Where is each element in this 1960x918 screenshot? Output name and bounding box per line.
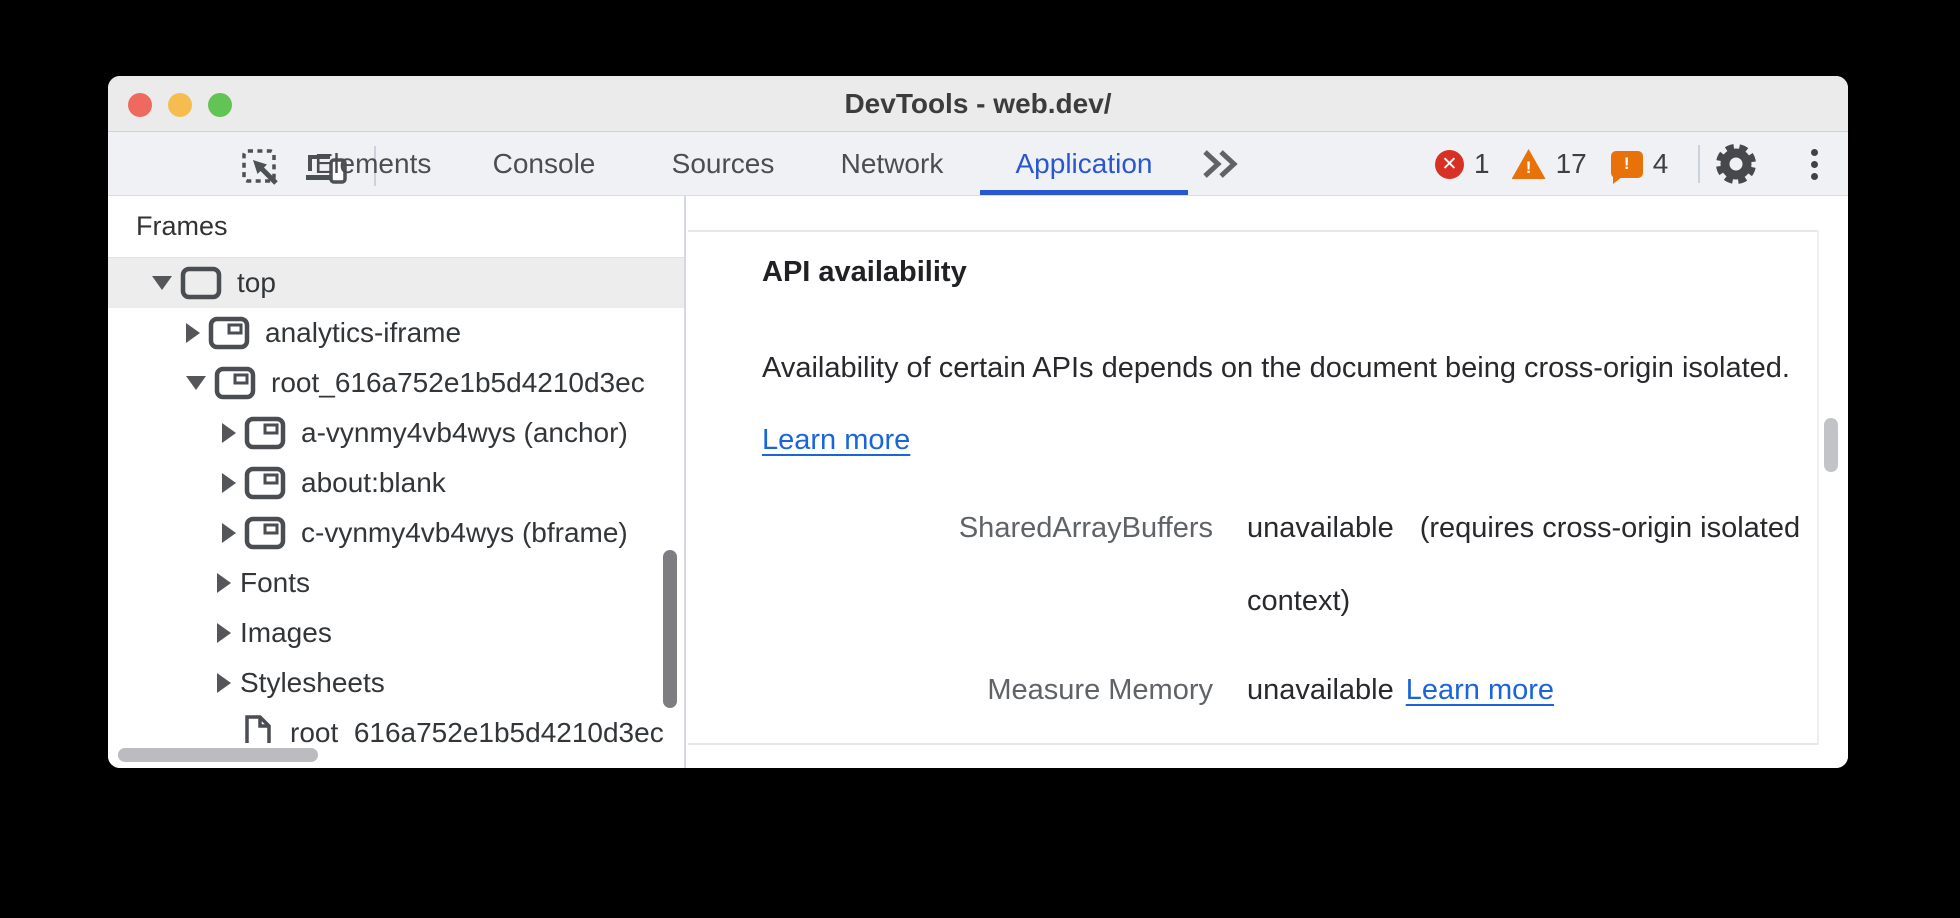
collapse-arrow-icon[interactable]: [152, 276, 172, 290]
tab-network[interactable]: Network: [840, 148, 944, 179]
inspect-cursor-icon: [242, 149, 278, 185]
description-text: Availability of certain APIs depends on …: [762, 352, 1790, 384]
inspect-element-button[interactable]: [239, 146, 283, 190]
more-tabs-button[interactable]: [1199, 146, 1243, 182]
devtools-toolbar: [108, 132, 1848, 196]
issue-count[interactable]: 4: [1652, 148, 1669, 179]
tree-row-top[interactable]: top: [108, 258, 684, 308]
expand-arrow-icon[interactable]: [217, 673, 231, 693]
iframe-icon: [208, 316, 250, 350]
learn-more-link[interactable]: Learn more: [762, 424, 911, 456]
iframe-icon: [244, 466, 286, 500]
report-row-sharedarraybuffers: SharedArrayBuffers unavailable(requires …: [762, 492, 1818, 638]
tree-row-root-frame[interactable]: root_616a752e1b5d4210d3ec: [108, 358, 684, 408]
tree-row-label: c-vynmy4vb4wys (bframe): [301, 517, 628, 548]
tree-row-stylesheets[interactable]: Stylesheets: [108, 658, 684, 708]
tree-row-bframe[interactable]: c-vynmy4vb4wys (bframe): [108, 508, 684, 558]
expand-arrow-icon[interactable]: [222, 423, 236, 443]
iframe-icon: [244, 516, 286, 550]
status-badges: ✕ 1 ! 17 ! 4: [1428, 132, 1822, 196]
tree-row-images[interactable]: Images: [108, 608, 684, 658]
frame-icon: [180, 266, 222, 300]
tree-row-label: root_616a752e1b5d4210d3ec: [290, 717, 664, 743]
toggle-device-toolbar-button[interactable]: [304, 146, 348, 190]
window-title: DevTools - web.dev/: [844, 88, 1112, 119]
report-value: unavailable Learn more: [1247, 654, 1812, 727]
report-value: unavailable(requires cross-origin isolat…: [1247, 492, 1812, 638]
value-text: unavailable: [1247, 674, 1394, 706]
tree-row-about-blank[interactable]: about:blank: [108, 458, 684, 508]
application-panel-content: API availability Availability of certain…: [688, 196, 1848, 768]
report-row-measure-memory: Measure Memory unavailable Learn more: [762, 654, 1818, 727]
warning-badge-icon[interactable]: !: [1511, 149, 1546, 179]
gear-icon: [1716, 144, 1757, 184]
api-availability-report: SharedArrayBuffers unavailable(requires …: [762, 492, 1818, 743]
active-tab-underline: [980, 190, 1188, 195]
title-bar: DevTools - web.dev/: [108, 76, 1848, 132]
tree-row-label: a-vynmy4vb4wys (anchor): [301, 417, 628, 448]
section-right-border: [1817, 230, 1819, 745]
section-description: Availability of certain APIs depends on …: [762, 332, 1822, 476]
report-key: Measure Memory: [987, 674, 1213, 706]
tab-elements[interactable]: Elements: [314, 148, 432, 179]
warning-glyph: !: [1525, 158, 1532, 177]
error-badge-icon[interactable]: ✕: [1435, 149, 1464, 179]
zoom-window-button[interactable]: [208, 93, 232, 117]
value-text: unavailable: [1247, 512, 1394, 544]
toolbar-divider: [374, 146, 376, 186]
settings-button[interactable]: [1714, 142, 1758, 186]
iframe-icon: [214, 366, 256, 400]
tree-row-label: Stylesheets: [240, 667, 385, 698]
tree-row-fonts[interactable]: Fonts: [108, 558, 684, 608]
close-window-button[interactable]: [128, 93, 152, 117]
tab-sources[interactable]: Sources: [671, 148, 775, 179]
frames-tree: top analytics-iframe root_616a752e1b5d42…: [108, 258, 684, 743]
device-toolbar-icon: [306, 155, 347, 184]
sidebar-vertical-scrollbar-thumb[interactable]: [663, 550, 677, 708]
content-vertical-scrollbar-thumb[interactable]: [1824, 418, 1838, 472]
expand-arrow-icon[interactable]: [222, 523, 236, 543]
tree-row-anchor-frame[interactable]: a-vynmy4vb4wys (anchor): [108, 408, 684, 458]
report-key: SharedArrayBuffers: [958, 512, 1213, 544]
frames-panel: Frames top analytics-iframe: [108, 196, 686, 768]
issue-glyph: !: [1623, 154, 1630, 173]
expand-arrow-icon[interactable]: [186, 323, 200, 343]
tree-row-label: Fonts: [240, 567, 311, 598]
tree-row-label: root_616a752e1b5d4210d3ec: [271, 367, 645, 398]
collapse-arrow-icon[interactable]: [186, 376, 206, 390]
section-heading: API availability: [762, 256, 967, 288]
tab-application[interactable]: Application: [1015, 148, 1153, 179]
warning-count[interactable]: 17: [1555, 148, 1587, 179]
badges-divider: [1698, 145, 1701, 183]
tab-console[interactable]: Console: [492, 148, 596, 179]
devtools-window: DevTools - web.dev/ Elements Console Sou…: [108, 76, 1848, 768]
expand-arrow-icon[interactable]: [217, 573, 231, 593]
minimize-window-button[interactable]: [168, 93, 192, 117]
tree-row-label: about:blank: [301, 467, 446, 498]
tree-row-label: top: [237, 267, 276, 298]
iframe-icon: [244, 416, 286, 450]
measure-memory-learn-more-link[interactable]: Learn more: [1405, 674, 1555, 706]
double-chevron-right-icon: [1203, 150, 1238, 178]
tree-row-label: analytics-iframe: [265, 317, 462, 348]
expand-arrow-icon[interactable]: [217, 623, 231, 643]
tree-row-root-document[interactable]: root_616a752e1b5d4210d3ec: [108, 708, 684, 743]
document-icon: [243, 714, 273, 743]
expand-arrow-icon[interactable]: [222, 473, 236, 493]
customize-devtools-button[interactable]: [1806, 144, 1822, 184]
tree-row-analytics-iframe[interactable]: analytics-iframe: [108, 308, 684, 358]
section-top-border: [688, 230, 1818, 232]
issues-badge-icon[interactable]: !: [1610, 150, 1643, 184]
sidebar-horizontal-scrollbar-thumb[interactable]: [118, 748, 318, 762]
tree-row-label: Images: [240, 617, 332, 648]
value-note: (requires cross-origin isolated context): [1247, 512, 1801, 617]
frames-panel-header: Frames: [108, 196, 684, 258]
section-bottom-border: [688, 743, 1818, 745]
error-count[interactable]: 1: [1474, 148, 1490, 179]
